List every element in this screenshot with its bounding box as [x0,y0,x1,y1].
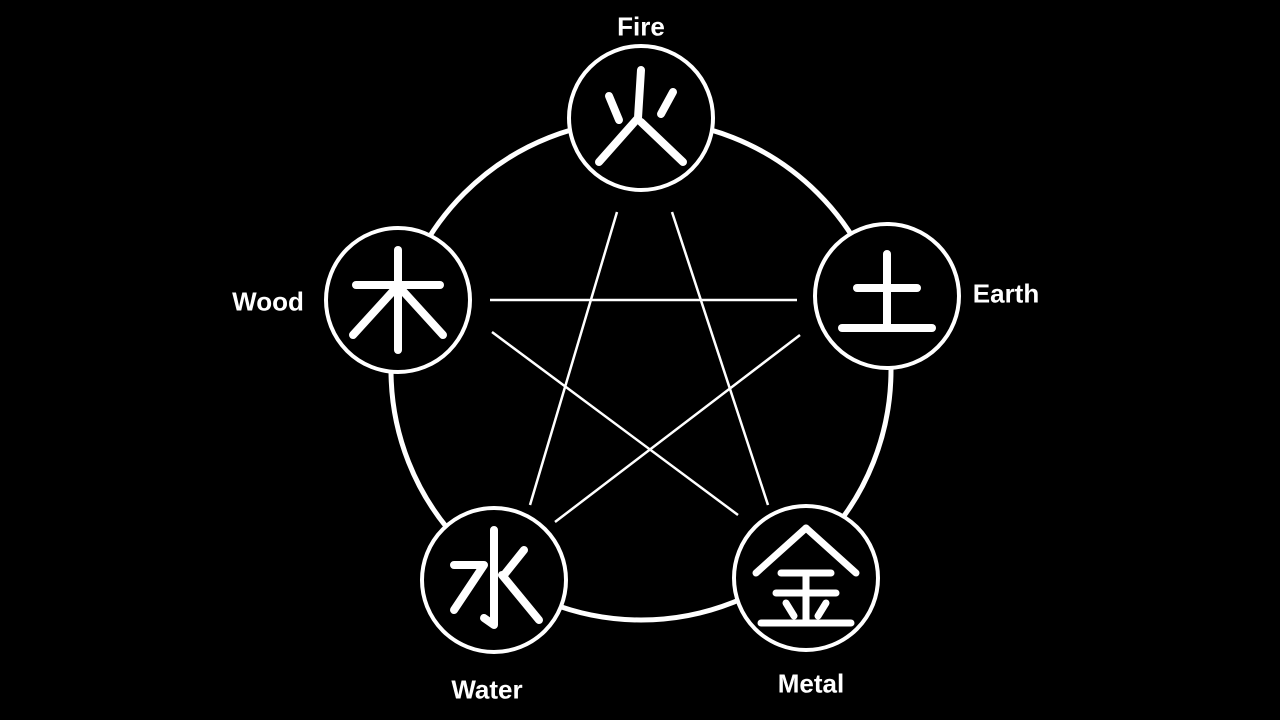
line-fire-metal [670,211,770,506]
node-earth [813,222,961,370]
node-water [420,506,568,654]
wood-character [349,246,447,354]
label-fire: Fire [617,11,665,42]
pentagram [490,211,801,523]
node-metal [732,504,880,652]
label-water: Water [451,674,523,705]
earth-character [838,250,936,332]
node-wood [324,226,472,374]
fire-character [595,66,687,166]
line-earth-water [554,334,801,523]
label-earth: Earth [972,278,1040,309]
line-wood-metal [491,330,739,517]
label-wood: Wood [232,286,304,317]
metal-character [752,524,860,627]
water-character [450,526,543,629]
label-metal: Metal [777,668,845,699]
line-fire-water [528,211,619,506]
node-fire [567,44,715,192]
